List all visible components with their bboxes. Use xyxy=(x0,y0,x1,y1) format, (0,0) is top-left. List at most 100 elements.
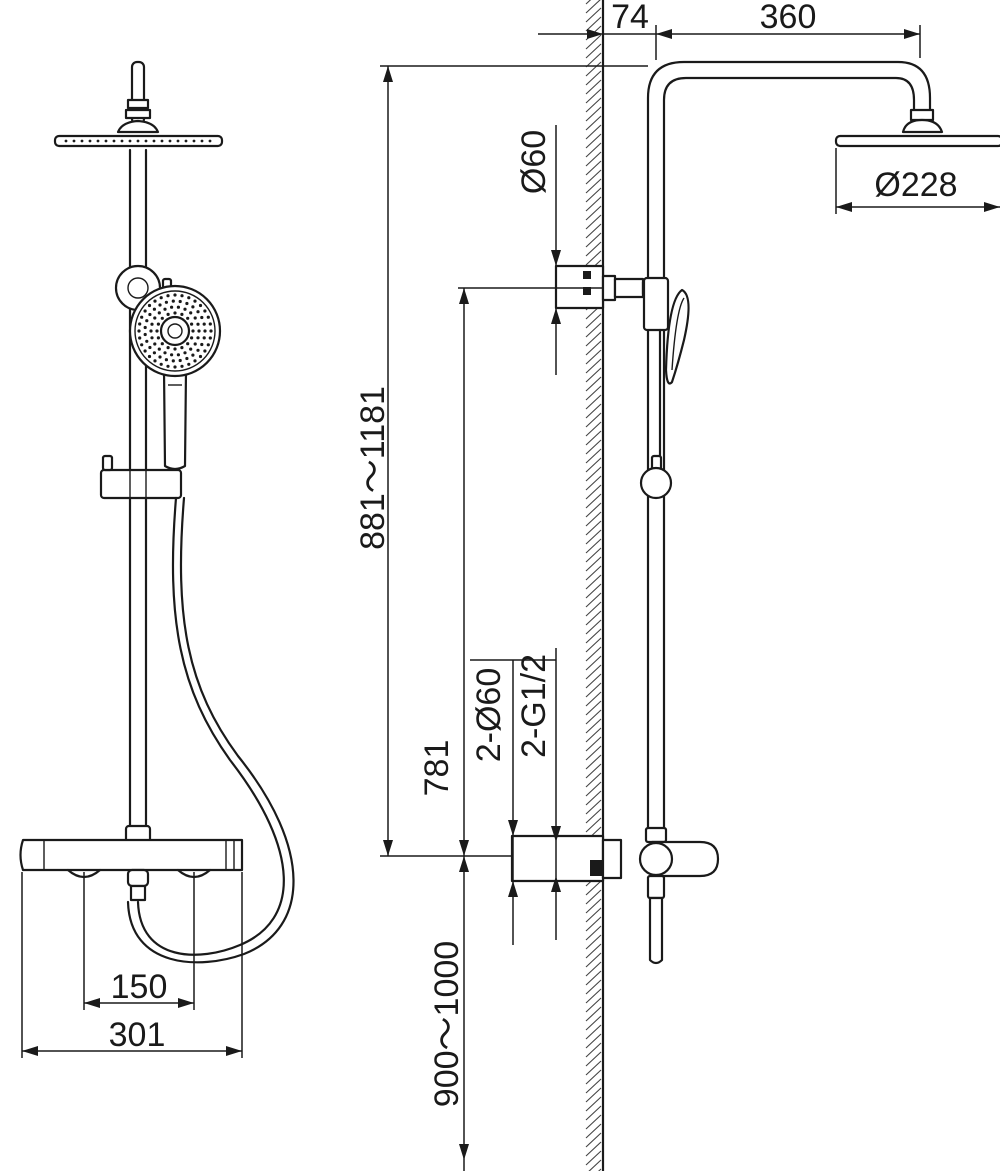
hatch-line xyxy=(585,736,602,752)
hatch-line xyxy=(585,1051,602,1067)
hatch-line xyxy=(585,124,602,140)
hatch-line xyxy=(585,457,602,473)
hatch-line xyxy=(585,484,602,500)
hatch-line xyxy=(585,1006,602,1022)
hatch-line xyxy=(585,790,602,806)
hatch-line xyxy=(585,205,602,221)
hatch-line xyxy=(585,1033,602,1049)
hatch-line xyxy=(585,223,602,239)
side-view: 74 360 Ø228 Ø60 881～1181 781 900～1000 2-… xyxy=(354,0,1000,1171)
hatch-line xyxy=(585,97,602,113)
hatch-line xyxy=(585,394,602,410)
hatch-line xyxy=(585,565,602,581)
nozzle-dot xyxy=(160,316,164,320)
hatch-line xyxy=(585,34,602,50)
wall xyxy=(585,0,605,1171)
hatch-line xyxy=(585,592,602,608)
side-overhead-shower-head xyxy=(834,108,1000,148)
hatch-line xyxy=(585,232,602,248)
front-dimensions xyxy=(21,872,243,1058)
nozzle-dot xyxy=(208,336,212,340)
nozzle-dot xyxy=(206,343,210,347)
nozzle-dot xyxy=(183,307,187,311)
nozzle-dot xyxy=(148,312,152,317)
nozzle-dot xyxy=(158,303,162,307)
hatch-line xyxy=(585,988,602,1004)
nozzle-dot xyxy=(203,309,207,313)
hatch-line xyxy=(585,160,602,176)
nozzle-dot xyxy=(200,342,204,347)
nozzle-dot xyxy=(138,336,142,340)
hatch-line xyxy=(585,169,602,185)
hatch-line xyxy=(585,619,602,635)
nozzle-dot xyxy=(140,343,144,347)
front-overhead-shower-head xyxy=(53,134,224,148)
hatch-line xyxy=(585,655,602,671)
side-slide-holder xyxy=(639,454,673,500)
hatch-line xyxy=(585,1078,602,1094)
nozzle-dot xyxy=(202,336,206,340)
side-dimensions xyxy=(380,25,1000,1171)
nozzle-dot xyxy=(203,349,207,353)
nozzle-dot xyxy=(145,319,149,323)
hatch-line xyxy=(585,700,602,716)
side-shower-arm xyxy=(646,60,932,834)
arm-reach-label: 360 xyxy=(760,0,817,36)
nozzle-dot xyxy=(166,294,170,298)
nozzle-dot xyxy=(196,336,200,340)
hatch-line xyxy=(585,43,602,59)
nozzle-dot xyxy=(191,305,195,309)
inlet-spacing-label: 150 xyxy=(111,968,168,1006)
hatch-line xyxy=(585,997,602,1013)
hatch-line xyxy=(585,502,602,518)
hatch-line xyxy=(585,1069,602,1085)
nozzle-dot xyxy=(208,322,212,326)
hatch-line xyxy=(585,610,602,626)
nozzle-dot xyxy=(137,329,141,333)
hatch-line xyxy=(585,475,602,491)
nozzle-dot xyxy=(185,356,189,361)
nozzle-dot xyxy=(180,346,184,350)
nozzle-dot xyxy=(150,322,154,326)
hatch-line xyxy=(585,421,602,437)
nozzle-dot xyxy=(202,322,206,326)
nozzle-dot xyxy=(64,139,68,143)
hatch-line xyxy=(585,340,602,356)
bracket-diameter-label: Ø60 xyxy=(515,130,553,194)
nozzle-dot xyxy=(203,329,207,333)
side-hand-shower xyxy=(664,288,690,385)
hatch-line xyxy=(585,403,602,419)
hatch-line xyxy=(585,961,602,977)
nozzle-dot xyxy=(170,353,174,357)
hatch-line xyxy=(585,133,602,149)
nozzle-dot xyxy=(80,139,84,143)
nozzle-dot xyxy=(153,342,157,346)
nozzle-dot xyxy=(180,312,184,316)
nozzle-dot xyxy=(206,315,210,319)
hatch-line xyxy=(585,772,602,788)
hatch-line xyxy=(585,934,602,950)
hatch-line xyxy=(585,88,602,104)
nozzle-dot xyxy=(171,359,175,363)
wall-hatching xyxy=(585,0,602,1171)
nozzle-dot xyxy=(176,305,180,309)
nozzle-dot xyxy=(163,307,167,311)
hatch-line xyxy=(585,1150,602,1166)
hatch-line xyxy=(585,187,602,203)
hatch-line xyxy=(585,880,602,896)
nozzle-dot xyxy=(144,139,148,143)
hatch-line xyxy=(585,196,602,212)
nozzle-dot xyxy=(166,364,170,368)
hatch-line xyxy=(585,61,602,77)
nozzle-dot xyxy=(149,329,153,333)
hatch-line xyxy=(585,898,602,914)
nozzle-dot xyxy=(190,322,194,326)
hatch-line xyxy=(585,916,602,932)
nozzle-dot xyxy=(178,299,182,304)
mixer-width-label: 301 xyxy=(109,1016,166,1054)
nozzle-dot xyxy=(153,299,157,303)
nozzle-dot xyxy=(191,329,195,333)
hatch-line xyxy=(585,0,592,5)
hatch-line xyxy=(585,646,602,662)
